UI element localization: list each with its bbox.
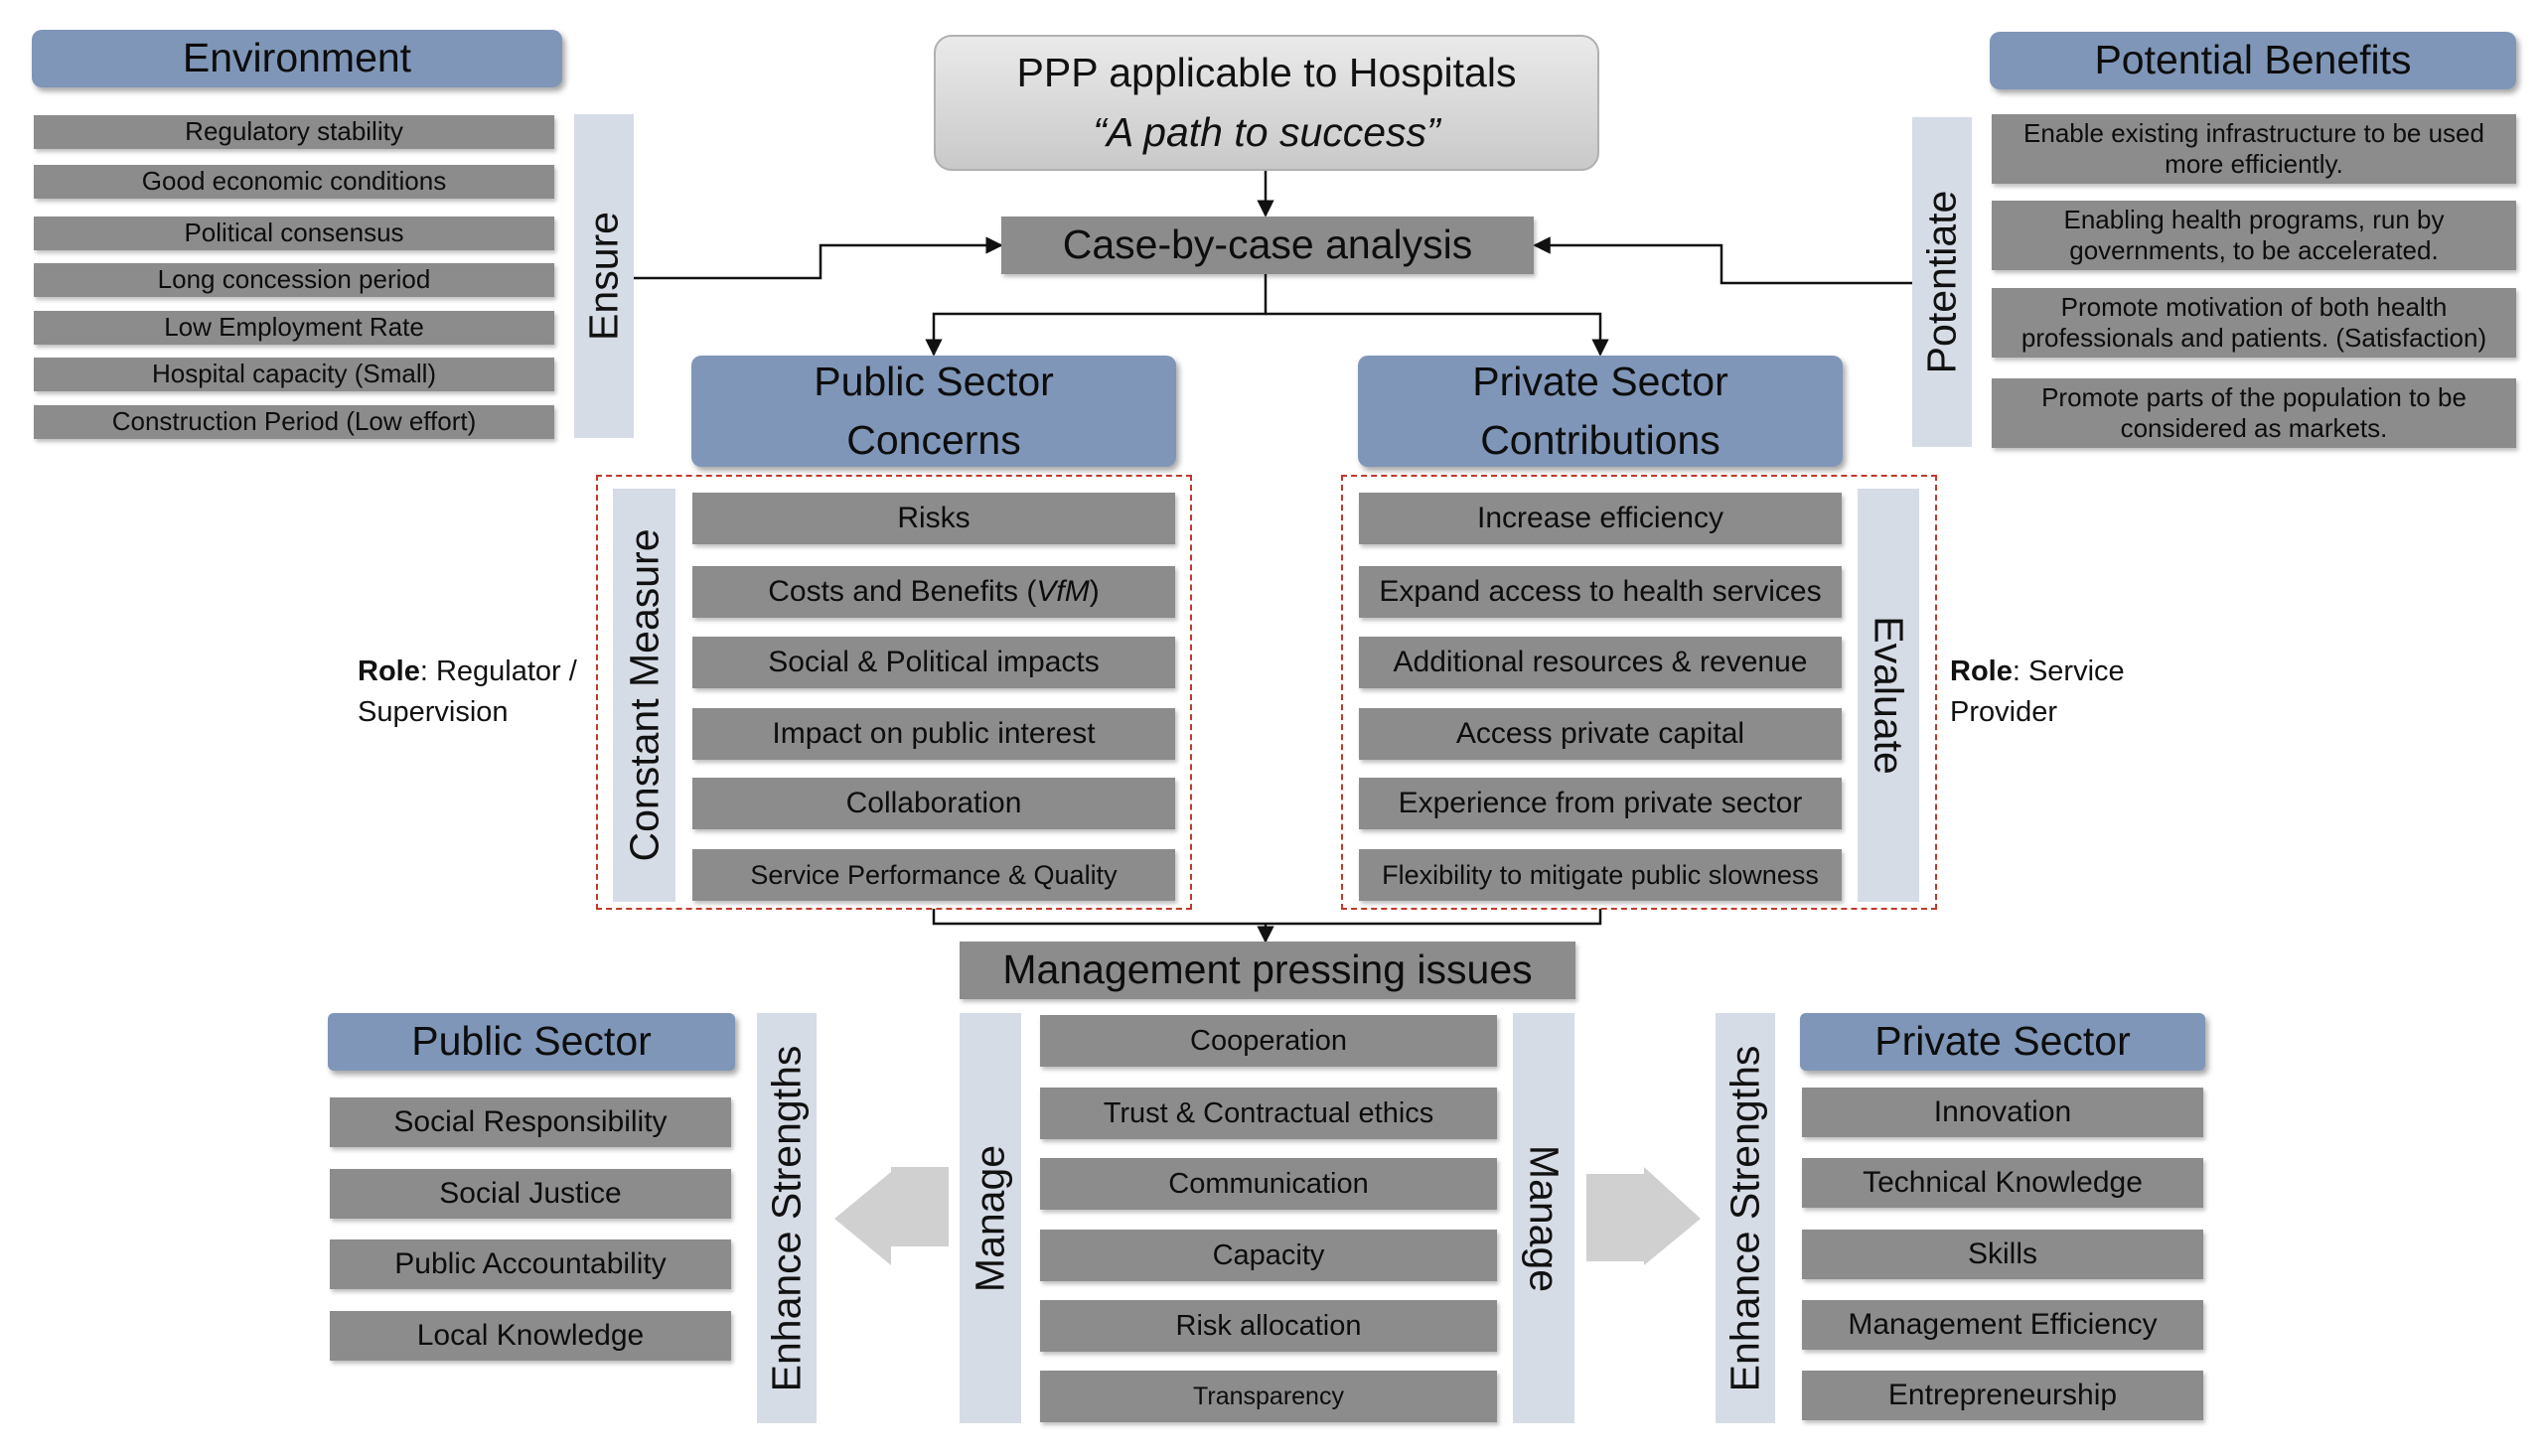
- public-concern-item-4: Impact on public interest: [692, 708, 1175, 760]
- environment-header: Environment: [32, 30, 562, 87]
- private-role-text: Role: Service Provider: [1950, 652, 2169, 732]
- public-sector-header: Public Sector: [328, 1013, 735, 1071]
- management-item-6: Transparency: [1040, 1371, 1497, 1422]
- case-analysis-box: Case-by-case analysis: [1001, 217, 1534, 274]
- public-concern-item-5: Collaboration: [692, 778, 1175, 829]
- environment-item-5: Low Employment Rate: [34, 311, 554, 345]
- public-sector-item-4: Local Knowledge: [330, 1311, 731, 1361]
- management-item-2: Trust & Contractual ethics: [1040, 1088, 1497, 1139]
- private-sector-item-4: Management Efficiency: [1802, 1300, 2203, 1350]
- benefit-item-2: Enabling health programs, run by governm…: [1992, 201, 2516, 270]
- public-role-text: Role: Regulator / Supervision: [358, 652, 596, 732]
- private-contribution-item-2: Expand access to health services: [1359, 566, 1842, 618]
- environment-item-1: Regulatory stability: [34, 115, 554, 149]
- evaluate-bar: Evaluate: [1858, 489, 1919, 902]
- private-role-value: : Service Provider: [1950, 655, 2125, 728]
- right-block-arrow: [1586, 1167, 1701, 1265]
- private-role-label: Role: [1950, 655, 2013, 687]
- management-item-1: Cooperation: [1040, 1015, 1497, 1067]
- private-contrib-title-1: Private Sector: [1472, 358, 1728, 404]
- public-concern-item-2: Costs and Benefits (VfM): [692, 566, 1175, 618]
- potentiate-bar: Potentiate: [1912, 117, 1972, 447]
- private-contribution-item-3: Additional resources & revenue: [1359, 637, 1842, 688]
- public-concerns-title-1: Public Sector: [814, 358, 1054, 404]
- ensure-bar: Ensure: [574, 114, 634, 438]
- public-concerns-frame: [596, 475, 1192, 910]
- environment-item-7: Construction Period (Low effort): [34, 405, 554, 439]
- management-item-3: Communication: [1040, 1158, 1497, 1210]
- benefit-item-4: Promote parts of the population to be co…: [1992, 378, 2516, 448]
- public-concern-item-6: Service Performance & Quality: [692, 849, 1175, 901]
- private-enhance-label: Enhance Strengths: [1721, 1045, 1768, 1391]
- private-sector-item-5: Entrepreneurship: [1802, 1371, 2203, 1420]
- constant-measure-label: Constant Measure: [621, 528, 667, 862]
- title-box: PPP applicable to Hospitals “A path to s…: [934, 35, 1599, 171]
- private-contribution-item-6: Flexibility to mitigate public slowness: [1359, 849, 1842, 901]
- private-sector-item-1: Innovation: [1802, 1088, 2203, 1137]
- manage-right-label: Manage: [1521, 1144, 1568, 1292]
- public-concern-item-2-abbrev: VfM: [1036, 575, 1090, 608]
- left-block-arrow: [834, 1167, 949, 1265]
- manage-left-label: Manage: [967, 1144, 1013, 1292]
- public-concern-item-3: Social & Political impacts: [692, 637, 1175, 688]
- title-line-2: “A path to success”: [1093, 108, 1440, 155]
- environment-item-2: Good economic conditions: [34, 165, 554, 199]
- benefit-item-3: Promote motivation of both health profes…: [1992, 288, 2516, 358]
- ensure-label: Ensure: [580, 212, 627, 341]
- public-enhance-label: Enhance Strengths: [763, 1045, 810, 1391]
- public-sector-item-1: Social Responsibility: [330, 1097, 731, 1147]
- public-role-value: : Regulator / Supervision: [358, 655, 577, 728]
- constant-measure-bar: Constant Measure: [613, 489, 675, 902]
- public-concern-item-1: Risks: [692, 493, 1175, 544]
- private-sector-item-3: Skills: [1802, 1230, 2203, 1279]
- private-contribution-item-5: Experience from private sector: [1359, 778, 1842, 829]
- arrow-analysis-to-public: [925, 274, 1268, 357]
- private-contrib-header: Private Sector Contributions: [1358, 356, 1843, 467]
- public-concern-item-2-text: Costs and Benefits (VfM): [768, 575, 1100, 608]
- benefits-header: Potential Benefits: [1990, 32, 2516, 89]
- private-sector-item-2: Technical Knowledge: [1802, 1158, 2203, 1208]
- private-contrib-title-2: Contributions: [1480, 417, 1720, 463]
- management-header: Management pressing issues: [960, 942, 1575, 999]
- arrow-concerns-to-management: [932, 909, 1602, 926]
- private-contribution-item-1: Increase efficiency: [1359, 493, 1842, 544]
- potentiate-label: Potentiate: [1918, 190, 1965, 374]
- private-contrib-frame: [1341, 475, 1937, 910]
- public-sector-item-3: Public Accountability: [330, 1239, 731, 1289]
- management-item-4: Capacity: [1040, 1230, 1497, 1281]
- public-concerns-header: Public Sector Concerns: [691, 356, 1176, 467]
- public-enhance-bar: Enhance Strengths: [757, 1013, 817, 1423]
- private-contribution-item-4: Access private capital: [1359, 708, 1842, 760]
- management-item-5: Risk allocation: [1040, 1300, 1497, 1352]
- private-sector-header: Private Sector: [1800, 1013, 2205, 1071]
- manage-right-bar: Manage: [1513, 1013, 1574, 1423]
- environment-item-3: Political consensus: [34, 217, 554, 250]
- environment-item-4: Long concession period: [34, 263, 554, 297]
- arrow-ensure-to-analysis: [634, 236, 1003, 280]
- manage-left-bar: Manage: [960, 1013, 1021, 1423]
- public-role-label: Role: [358, 655, 420, 687]
- arrow-analysis-to-private: [1266, 312, 1609, 357]
- public-sector-item-2: Social Justice: [330, 1169, 731, 1219]
- evaluate-label: Evaluate: [1866, 616, 1912, 775]
- arrow-potentiate-to-analysis: [1533, 236, 1912, 285]
- public-concerns-title-2: Concerns: [846, 417, 1021, 463]
- private-enhance-bar: Enhance Strengths: [1716, 1013, 1775, 1423]
- benefit-item-1: Enable existing infrastructure to be use…: [1992, 114, 2516, 184]
- environment-item-6: Hospital capacity (Small): [34, 358, 554, 391]
- title-line-1: PPP applicable to Hospitals: [1016, 50, 1517, 96]
